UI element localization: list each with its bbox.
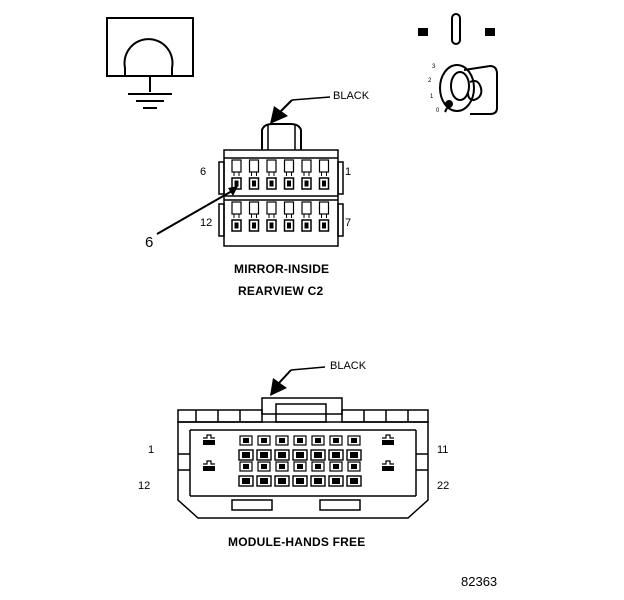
hf-pin-label-top-left: 1 [148,444,155,456]
hf-pin-label-top-right: 11 [437,444,449,456]
connector-cavity [231,159,242,190]
c2-pin-label-bottom-left: 12 [200,217,213,229]
connector-cavity [256,461,272,487]
c2-pin-label-bottom-right: 7 [345,217,352,229]
connector-cavity [328,435,344,461]
c2-cavities [231,159,330,232]
connector-cavity [203,460,215,471]
connector-cavity [248,201,260,232]
connector-cavity [231,201,242,232]
key-position-label: 3 [432,64,436,70]
callout-line [156,186,238,235]
connector-cavity [301,159,312,190]
key-position-label: 0 [436,108,440,114]
connector-cavity [346,435,362,461]
connector-cavity [346,461,362,487]
figure-number: 82363 [461,574,498,589]
c2-pin-label-top-right: 1 [345,166,352,178]
arrow-icon [270,96,331,124]
connector-cavity [283,201,295,232]
connector-cavity [310,461,326,487]
ignition-key-icon [439,64,498,115]
hf-connector-body [177,397,429,519]
connector-cavity [203,434,215,445]
hf-caption: MODULE-HANDS FREE [228,535,366,549]
connector-cavity [310,435,326,461]
hf-color-label: BLACK [330,360,367,372]
c2-pin-label-top-left: 6 [200,166,207,178]
c2-caption-line1: MIRROR-INSIDE [234,262,330,276]
key-position-label: 2 [428,78,432,84]
connector-cavity [238,435,254,461]
c2-callout-pin-label: 6 [145,234,154,251]
connector-cavity [301,201,312,232]
ground-symbol-icon [106,17,194,109]
connector-cavity [266,159,277,190]
hf-cavities [203,434,394,487]
connector-cavity [318,201,330,232]
arrow-icon [270,366,326,396]
hf-pin-label-bottom-left: 12 [138,480,151,492]
c2-color-label: BLACK [333,90,370,102]
c2-caption-line2: REARVIEW C2 [238,284,324,298]
connector-cavity [318,159,330,190]
connector-cavity [266,201,277,232]
hf-pin-label-bottom-right: 22 [437,480,450,492]
connector-cavity [382,434,394,445]
connector-cavity [248,159,260,190]
connector-cavity [292,435,308,461]
key-position-label: 1 [430,94,434,100]
connector-cavity [328,461,344,487]
connector-cavity [292,461,308,487]
connector-cavity [274,435,290,461]
c2-connector-body [218,123,344,247]
connector-cavity [274,461,290,487]
connector-cavity [256,435,272,461]
connector-cavity [283,159,295,190]
connector-cavity [382,460,394,471]
ignition-switch-icon [418,13,495,45]
connector-cavity [238,461,254,487]
